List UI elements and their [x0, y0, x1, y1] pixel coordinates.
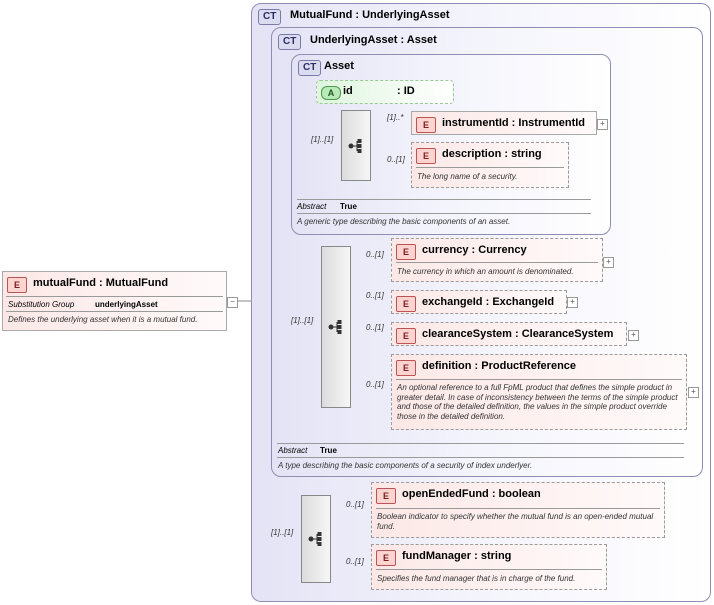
expand-button[interactable]: +: [597, 119, 608, 130]
abstract-value: True: [340, 202, 357, 211]
element-title: mutualFund : MutualFund: [33, 277, 169, 289]
cardinality: 0..[1]: [387, 155, 405, 164]
abstract-value: True: [320, 446, 337, 455]
element-title: clearanceSystem : ClearanceSystem: [422, 328, 614, 340]
element-icon: E: [396, 296, 416, 312]
expand-button[interactable]: +: [688, 387, 699, 398]
element-title: openEndedFund : boolean: [402, 488, 541, 500]
element-title: currency : Currency: [422, 244, 527, 256]
element-clearancesystem[interactable]: E clearanceSystem : ClearanceSystem: [391, 322, 627, 346]
attribute-icon: A: [321, 86, 341, 100]
attribute-name: id: [343, 85, 353, 97]
collapse-button[interactable]: −: [227, 297, 238, 308]
element-doc: Specifies the fund manager that is in ch…: [377, 574, 576, 583]
element-openendedfund[interactable]: E openEndedFund : boolean Boolean indica…: [371, 482, 665, 538]
type-doc: A generic type describing the basic comp…: [297, 217, 511, 226]
element-mutualfund[interactable]: E mutualFund : MutualFund Substitution G…: [2, 271, 227, 331]
expand-button[interactable]: +: [603, 257, 614, 268]
expand-button[interactable]: +: [567, 297, 578, 308]
attribute-id[interactable]: A id : ID: [316, 80, 454, 104]
cardinality: [1]..[1]: [271, 528, 294, 537]
element-doc: Defines the underlying asset when it is …: [8, 315, 198, 324]
substitution-group-value: underlyingAsset: [95, 300, 158, 309]
element-icon: E: [416, 148, 436, 164]
ct-title: Asset: [324, 60, 354, 72]
cardinality: 0..[1]: [366, 380, 384, 389]
element-doc: The currency in which an amount is denom…: [397, 267, 574, 276]
type-doc: A type describing the basic components o…: [278, 461, 533, 470]
element-icon: E: [416, 117, 436, 133]
element-definition[interactable]: E definition : ProductReference An optio…: [391, 354, 687, 430]
cardinality: 0..[1]: [346, 557, 364, 566]
ct-icon: CT: [258, 9, 282, 25]
cardinality: 0..[1]: [366, 323, 384, 332]
cardinality: [1]..[1]: [311, 135, 334, 144]
element-icon: E: [396, 244, 416, 260]
element-icon: E: [376, 550, 396, 566]
element-icon: E: [396, 328, 416, 344]
element-title: fundManager : string: [402, 550, 512, 562]
cardinality: [1]..[1]: [291, 316, 314, 325]
element-exchangeid[interactable]: E exchangeId : ExchangeId: [391, 290, 567, 314]
attribute-type: : ID: [397, 85, 415, 97]
cardinality: 0..[1]: [366, 291, 384, 300]
ct-icon: CT: [298, 60, 322, 76]
element-fundmanager[interactable]: E fundManager : string Specifies the fun…: [371, 544, 607, 590]
element-title: definition : ProductReference: [422, 360, 577, 372]
element-title: description : string: [442, 148, 542, 160]
element-icon: E: [396, 360, 416, 376]
expand-button[interactable]: +: [628, 330, 639, 341]
cardinality: [1]..*: [387, 113, 404, 122]
sequence-icon: [308, 532, 322, 546]
substitution-group-label: Substitution Group: [8, 300, 75, 309]
cardinality: 0..[1]: [366, 250, 384, 259]
sequence-icon: [348, 139, 362, 153]
element-icon: E: [376, 488, 396, 504]
ct-icon: CT: [278, 34, 302, 50]
element-currency[interactable]: E currency : Currency The currency in wh…: [391, 238, 603, 282]
element-title: instrumentId : InstrumentId: [442, 117, 586, 129]
sequence-icon: [328, 320, 342, 334]
element-description[interactable]: E description : string The long name of …: [411, 142, 569, 188]
element-doc: The long name of a security.: [417, 172, 518, 181]
element-doc: Boolean indicator to specify whether the…: [377, 512, 654, 531]
ct-title: MutualFund : UnderlyingAsset: [290, 9, 450, 21]
element-instrumentid[interactable]: E instrumentId : InstrumentId: [411, 111, 597, 135]
abstract-label: Abstract: [278, 446, 308, 455]
element-doc: An optional reference to a full FpML pro…: [397, 383, 678, 421]
ct-title: UnderlyingAsset : Asset: [310, 34, 437, 46]
element-icon: E: [7, 277, 27, 293]
abstract-label: Abstract: [297, 202, 327, 211]
element-title: exchangeId : ExchangeId: [422, 296, 555, 308]
cardinality: 0..[1]: [346, 500, 364, 509]
